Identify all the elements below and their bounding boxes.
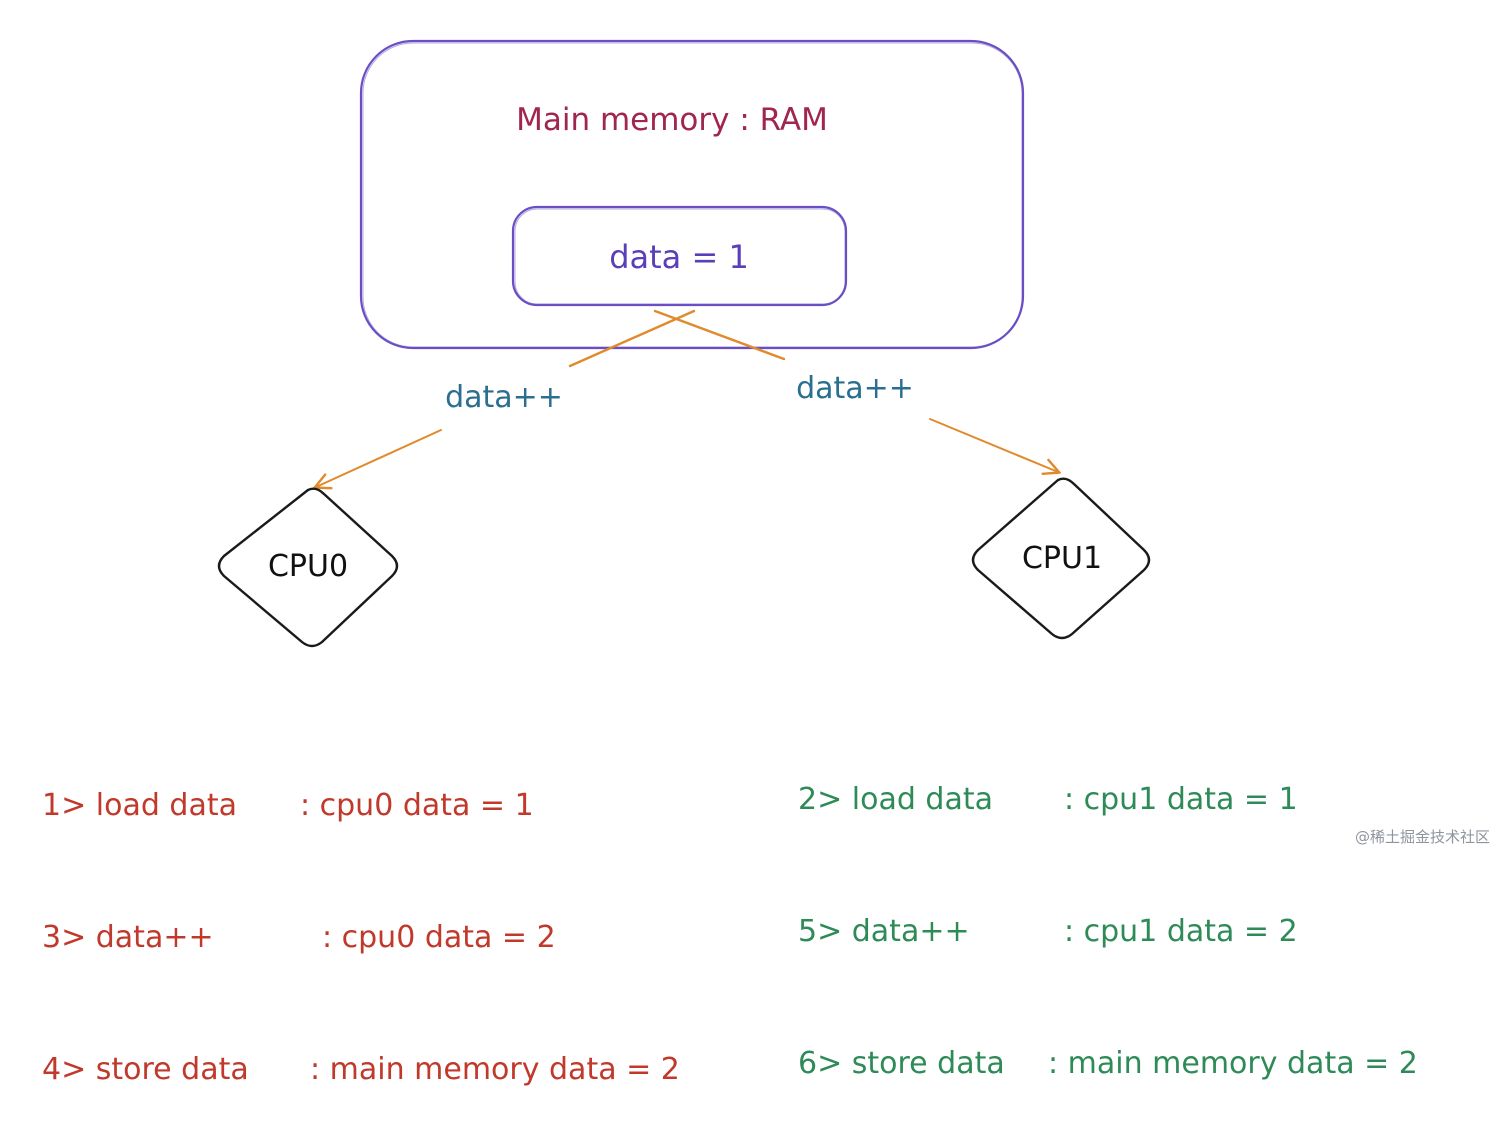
cpu0-step-result: : cpu0 data = 2 (322, 920, 556, 955)
data-cell-value: data = 1 (609, 238, 749, 276)
cpu0-steps-list: 1> load data : cpu0 data = 1 3> data++ :… (42, 696, 680, 1136)
cpu0-diamond (217, 487, 399, 648)
cpu1-step-op: 5> data++ (798, 914, 970, 949)
cpu0-step: 1> load data : cpu0 data = 1 (42, 784, 680, 828)
main-memory-box (359, 39, 1025, 350)
cpu1-step-result: : cpu1 data = 1 (1064, 782, 1298, 817)
data-cell-box-sketch (514, 208, 846, 305)
arrow-to-cpu1-upper (653, 309, 786, 361)
edge-label-left: data++ (445, 380, 563, 415)
cpu1-step-result: : cpu1 data = 2 (1064, 914, 1298, 949)
cpu1-step-result: : main memory data = 2 (1048, 1046, 1418, 1081)
data-cell-box (511, 205, 848, 307)
cpu1-label: CPU1 (1022, 541, 1102, 576)
arrow-to-cpu0 (316, 429, 442, 487)
cpu0-step: 4> store data : main memory data = 2 (42, 1048, 680, 1092)
edge-label-right: data++ (796, 371, 914, 406)
main-memory-title: Main memory : RAM (516, 102, 828, 138)
cpu0-label: CPU0 (268, 549, 348, 584)
cpu1-step-op: 6> store data (798, 1046, 1005, 1081)
cpu1-step: 2> load data : cpu1 data = 1 (798, 778, 1418, 822)
cpu0-step-op: 1> load data (42, 788, 237, 823)
main-memory-box-sketch (362, 42, 1023, 348)
arrow-to-cpu1 (929, 418, 1058, 472)
cpu0-step-result: : main memory data = 2 (310, 1052, 680, 1087)
cpu1-steps-list: 2> load data : cpu1 data = 1 5> data++ :… (798, 690, 1418, 1130)
watermark-text: @稀土掘金技术社区 (1354, 828, 1490, 846)
cpu0-step: 3> data++ : cpu0 data = 2 (42, 916, 680, 960)
diagram-canvas: Main memory : RAM data = 1 data++ data++… (217, 39, 1151, 648)
cpu1-step: 6> store data : main memory data = 2 (798, 1042, 1418, 1086)
cpu1-step-op: 2> load data (798, 782, 993, 817)
cpu1-diamond (971, 477, 1151, 640)
cpu0-step-op: 3> data++ (42, 920, 214, 955)
cpu1-step: 5> data++ : cpu1 data = 2 (798, 910, 1418, 954)
arrow-to-cpu0-upper (568, 309, 696, 368)
cpu0-step-result: : cpu0 data = 1 (300, 788, 534, 823)
cpu0-step-op: 4> store data (42, 1052, 249, 1087)
